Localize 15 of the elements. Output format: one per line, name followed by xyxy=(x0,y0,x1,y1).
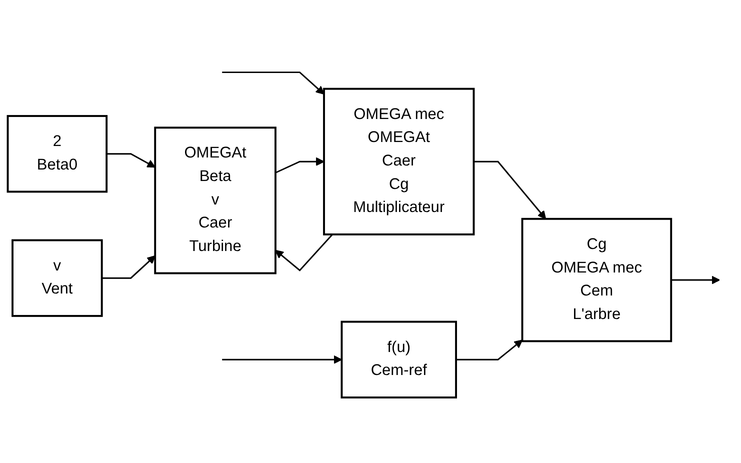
node-box: Cg OMEGA mec Cem L'arbre xyxy=(521,218,672,342)
arrow xyxy=(275,234,334,272)
arrow xyxy=(106,153,156,168)
node-box: 2 Beta0 xyxy=(6,115,108,193)
arrow xyxy=(102,255,156,279)
node-box: OMEGAt Beta v Caer Turbine xyxy=(154,126,276,274)
node-box: f(u) Cem-ref xyxy=(340,320,457,398)
arrow xyxy=(222,72,324,95)
arrow xyxy=(671,276,720,284)
node-box: OMEGA mec OMEGAt Caer Cg Multiplicateur xyxy=(323,88,475,236)
arrow xyxy=(456,340,523,360)
arrow xyxy=(275,157,324,174)
arrow xyxy=(222,355,342,364)
arrow xyxy=(474,160,546,220)
node-box: v Vent xyxy=(12,239,103,317)
